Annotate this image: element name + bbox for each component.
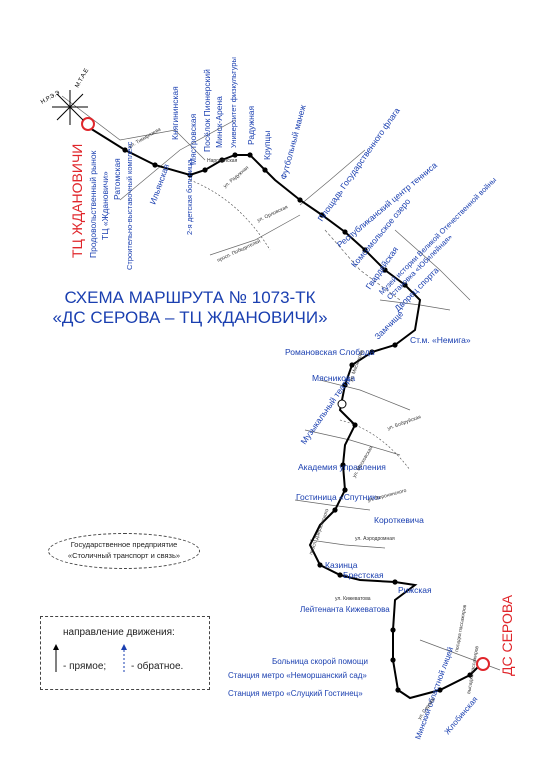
terminal-start-label: ТЦ ЖДАНОВИЧИ xyxy=(69,144,85,258)
stop-label: Мясникова xyxy=(312,373,355,383)
street-label: просп. Дзержинского xyxy=(308,508,330,556)
stop-label: Посёлок Пионерский xyxy=(202,69,212,152)
legend-heading: направление движения: xyxy=(63,627,175,638)
street-label: ул. Орловская xyxy=(256,204,289,224)
street-label: ул. Аэродромная xyxy=(355,536,395,542)
stop-label: Брестская xyxy=(343,570,384,580)
stop-label: Строительно-выставочный комплекс xyxy=(125,141,134,270)
railway-lines xyxy=(189,179,411,471)
street-label: ул. Кижеватова xyxy=(335,596,371,602)
stop-label: Минск-Арена xyxy=(214,96,224,148)
stop-label: ТЦ «Ждановичи» xyxy=(100,171,110,240)
stop-label: Романовская Слобода xyxy=(285,347,375,357)
street-label: ул. Воронянского xyxy=(367,488,407,504)
organization-line1: Государственное предприятие xyxy=(70,540,178,549)
street-label: высадка пассажиров xyxy=(466,645,480,694)
legend-arrows xyxy=(53,644,127,672)
stop-label: Рижская xyxy=(398,585,432,595)
terminal-end-label: ДС СЕРОВА xyxy=(499,594,515,676)
stop-label: 2-я детская больница xyxy=(185,159,194,235)
street-label: Нарочанская xyxy=(207,158,238,164)
compass-rose xyxy=(52,90,88,125)
stop-label: Княгининская xyxy=(170,86,180,140)
direction-legend: направление движения: - прямое; - обратн… xyxy=(40,616,210,690)
organization-line2: «Столичный транспорт и связь» xyxy=(67,551,181,560)
stop-label: Станция метро «Неморшанский сад» xyxy=(228,671,367,680)
organization-badge: Государственное предприятие «Столичный т… xyxy=(48,533,200,569)
street-label: ул. Радужная xyxy=(222,165,250,190)
stop-label: Футбольный манеж xyxy=(278,103,308,180)
stop-label: Музыкальный театр xyxy=(298,375,352,446)
stop-markers xyxy=(122,147,473,693)
terminal-start-marker xyxy=(81,117,95,131)
legend-forward-label: - прямое; xyxy=(63,661,107,672)
stop-label: Ст.м. «Немига» xyxy=(410,335,471,345)
stop-label: Гостиница «Спутник» xyxy=(296,492,381,502)
stop-label: Радужная xyxy=(246,105,256,145)
stop-label: Крупцы xyxy=(262,131,272,160)
stop-label: Больница скорой помощи xyxy=(272,657,368,666)
stop-label: Мястровская xyxy=(188,113,198,165)
stop-label: Станция метро «Слуцкий Гостинец» xyxy=(228,689,363,698)
stop-label: Жлобинская xyxy=(443,695,480,736)
mini-roundabout xyxy=(337,399,347,409)
street-label: ул. Бобруйская xyxy=(386,413,422,432)
compass-right-label: М.Т.А.Е xyxy=(75,68,91,89)
stop-label: Ильянская xyxy=(147,162,171,206)
legend-reverse-label: - обратное. xyxy=(131,661,184,672)
stop-label: Короткевича xyxy=(374,515,424,525)
stop-label: Продовольственный рынок xyxy=(88,150,98,258)
street-label: ул. Тимирязева xyxy=(128,127,162,150)
stop-label: Ратомская xyxy=(112,158,122,200)
map-title-line1: СХЕМА МАРШРУТА № 1073-ТК xyxy=(64,288,316,307)
map-title-line2: «ДС СЕРОВА – ТЦ ЖДАНОВИЧИ» xyxy=(52,308,328,327)
stop-label: Академия управления xyxy=(298,462,386,472)
compass-left-label: Н.Р.Э.Э xyxy=(40,90,62,106)
terminal-end-marker xyxy=(476,657,490,671)
stop-label: Лейтенанта Кижеватова xyxy=(300,605,390,614)
stop-label: Университет физкультуры xyxy=(229,57,238,148)
stop-label: Казинца xyxy=(325,560,358,570)
street-label: посадка пассажиров xyxy=(454,604,468,652)
